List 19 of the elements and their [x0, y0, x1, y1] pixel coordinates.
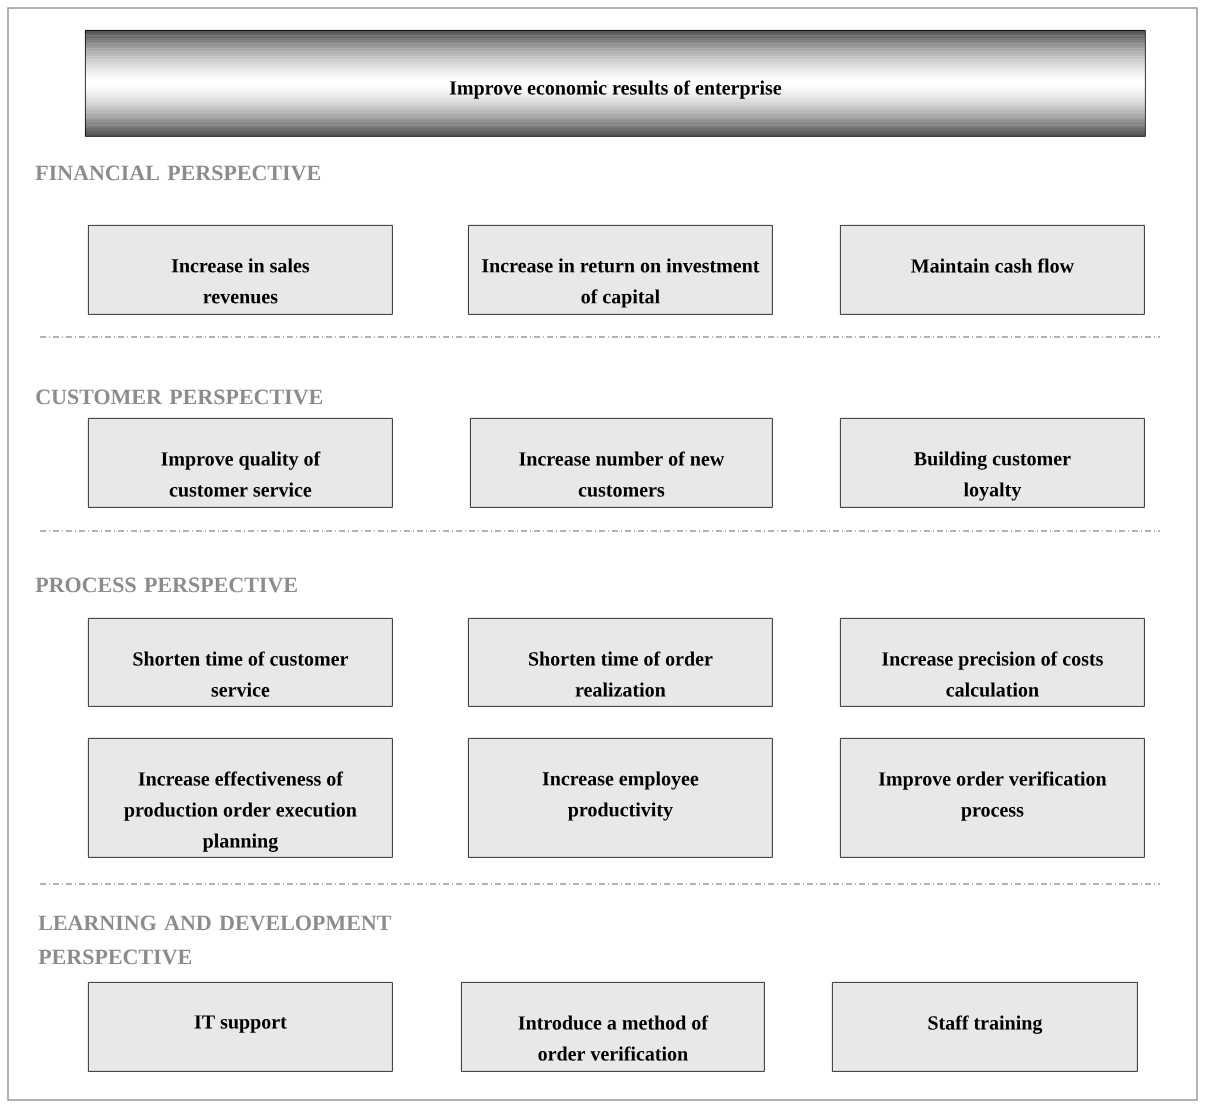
objective-box: Shorten time of order realization — [468, 618, 773, 707]
section-heading: LEARNING AND DEVELOPMENT PERSPECTIVE — [38, 915, 392, 965]
objective-box: Introduce a method of order verification — [461, 982, 765, 1072]
objective-box: Staff training — [832, 982, 1138, 1072]
objective-box: Improve order verification process — [840, 738, 1145, 858]
objective-box: Increase effectiveness of production order execution planning — [88, 738, 393, 858]
goal-box: Improve economic results of enterprise — [85, 30, 1146, 137]
objective-box: Shorten time of customer service — [88, 618, 393, 707]
section-heading: FINANCIAL PERSPECTIVE — [35, 165, 321, 181]
objective-box: IT support — [88, 982, 393, 1072]
objective-box: Increase in sales revenues — [88, 225, 393, 315]
objective-box: Increase precision of costs calculation — [840, 618, 1145, 707]
objective-box: Increase in return on investment of capital — [468, 225, 773, 315]
objective-box: Improve quality of customer service — [88, 418, 393, 508]
objective-box: Increase employee productivity — [468, 738, 773, 858]
objective-box: Maintain cash flow — [840, 225, 1145, 315]
objective-box: Building customer loyalty — [840, 418, 1145, 508]
objective-box: Increase number of new customers — [470, 418, 773, 508]
section-heading: PROCESS PERSPECTIVE — [35, 577, 297, 593]
